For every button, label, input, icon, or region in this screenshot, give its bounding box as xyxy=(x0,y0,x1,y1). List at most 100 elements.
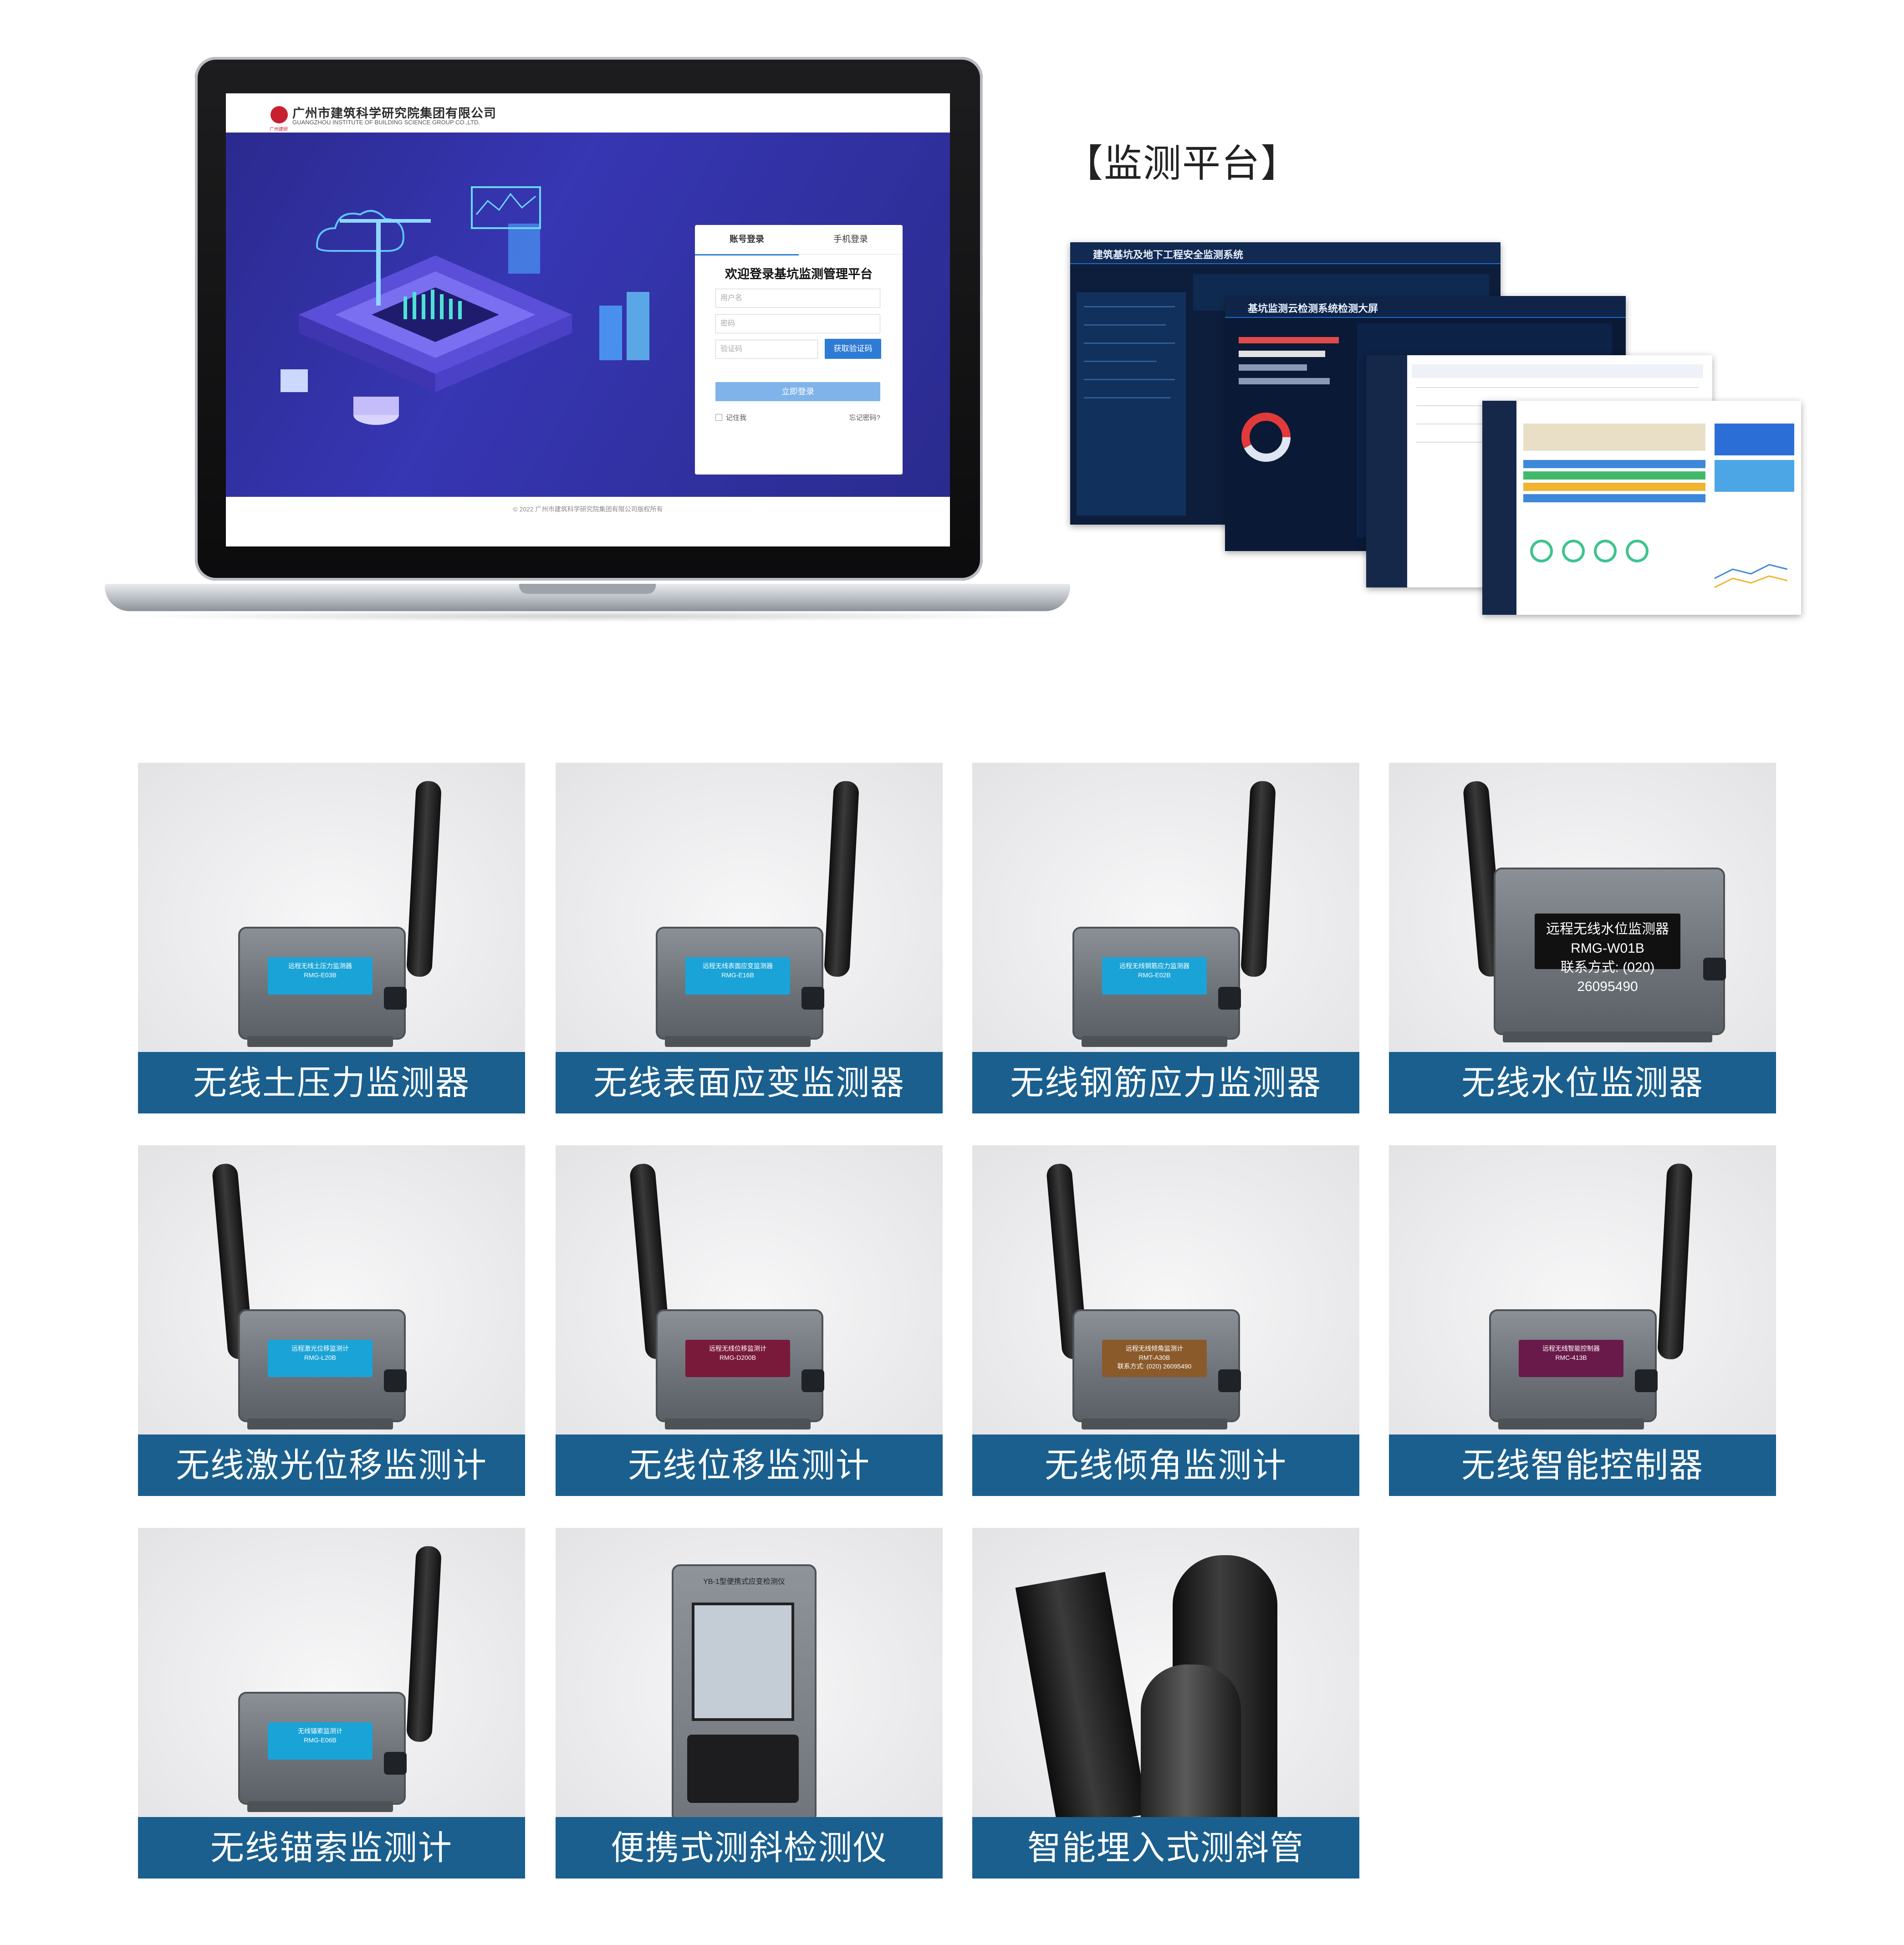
device-base xyxy=(1498,1419,1644,1429)
toolbar xyxy=(1412,364,1703,378)
connector-icon xyxy=(801,987,824,1010)
connector-icon xyxy=(384,987,407,1010)
laptop-shadow xyxy=(118,610,1057,622)
connector-icon xyxy=(1218,987,1241,1010)
product-name: 无线土压力监测器 xyxy=(138,1052,525,1113)
login-button[interactable]: 立即登录 xyxy=(715,382,880,401)
login-footer: © 2022 广州市建筑科学研究院集团有限公司版权所有 xyxy=(226,497,950,546)
isometric-illustration xyxy=(281,186,649,425)
sensor-probe-icon xyxy=(1141,1664,1241,1824)
username-input[interactable]: 用户名 xyxy=(715,289,880,308)
nameplate-model: RMG-D200B xyxy=(719,1353,756,1361)
product-name: 无线水位监测器 xyxy=(1389,1052,1776,1113)
nameplate-phone: 联系方式: (020) 26095490 xyxy=(1117,1363,1192,1370)
product-name: 无线钢筋应力监测器 xyxy=(972,1052,1359,1113)
panel-line xyxy=(1084,342,1175,344)
nameplate-model: RMC-413B xyxy=(1555,1353,1587,1361)
sidebar xyxy=(1482,401,1516,615)
connector-icon xyxy=(1635,1369,1658,1392)
remember-me-checkbox[interactable]: 记住我 xyxy=(715,413,746,422)
connector-icon xyxy=(801,1369,824,1392)
device-base xyxy=(247,1036,393,1047)
stat-card xyxy=(1715,460,1794,492)
product-name: 无线表面应变监测器 xyxy=(556,1052,943,1113)
get-captcha-button[interactable]: 获取验证码 xyxy=(825,339,881,359)
nameplate-title: 远程无线智能控制器 xyxy=(1542,1345,1600,1353)
antenna-icon xyxy=(1657,1163,1693,1360)
panel-line xyxy=(1084,397,1170,398)
tab-account-login[interactable]: 账号登录 xyxy=(695,225,799,255)
nameplate-model: RMG-W01B xyxy=(1571,940,1644,956)
panel-line xyxy=(1084,324,1166,326)
device-model-label: YB-1型便携式应变检测仪 xyxy=(703,1578,785,1586)
password-input[interactable]: 密码 xyxy=(715,314,880,333)
summary-card xyxy=(1523,424,1705,451)
captcha-input[interactable]: 验证码 xyxy=(715,340,818,359)
device-base xyxy=(1082,1419,1227,1429)
nameplate-model: RMT-A30B xyxy=(1138,1353,1170,1361)
tab-phone-login[interactable]: 手机登录 xyxy=(833,235,868,244)
nameplate-title: 远程无线钢筋应力监测器 xyxy=(1119,962,1189,970)
device-base xyxy=(247,1419,393,1429)
nameplate-model: RMG-L20B xyxy=(304,1353,336,1361)
panel-line xyxy=(1084,361,1157,362)
keypad xyxy=(687,1735,799,1803)
product-photo xyxy=(972,1528,1359,1830)
product-name: 无线位移监测计 xyxy=(556,1435,943,1496)
connector-icon xyxy=(1218,1369,1241,1392)
nameplate-title: 远程无线倾角监测计 xyxy=(1125,1345,1183,1353)
donut-chart xyxy=(1241,413,1291,462)
panel-line xyxy=(1084,306,1175,307)
forgot-password-link[interactable]: 忘记密码? xyxy=(849,414,880,422)
antenna-icon xyxy=(406,1545,442,1743)
line-chart-thumbnail xyxy=(1530,540,1788,588)
nameplate-model: RMG-E16B xyxy=(721,971,754,979)
dashboard-header: 建筑基坑及地下工程安全监测系统 xyxy=(1070,242,1501,264)
tube-icon xyxy=(1015,1572,1148,1830)
device-screen xyxy=(692,1603,794,1721)
dashboard-header: 基坑监测云检测系统检测大屏 xyxy=(1225,296,1626,318)
login-form: 账号登录 手机登录 欢迎登录基坑监测管理平台 用户名 密码 验证码 获取验证码 … xyxy=(695,225,903,475)
login-title: 欢迎登录基坑监测管理平台 xyxy=(725,267,873,281)
product-name: 无线倾角监测计 xyxy=(972,1435,1359,1496)
product-name: 无线智能控制器 xyxy=(1389,1435,1776,1496)
company-name: 广州市建筑科学研究院集团有限公司 xyxy=(292,107,496,120)
product-name: 便携式测斜检测仪 xyxy=(556,1817,943,1879)
nameplate-title: 远程无线表面应变监测器 xyxy=(702,962,773,970)
product-photo: YB-1型便携式应变检测仪 xyxy=(556,1528,943,1823)
nameplate-title: 远程无线土压力监测器 xyxy=(288,962,352,970)
antenna-icon xyxy=(406,780,442,978)
nameplate-title: 无线锚索监测计 xyxy=(297,1727,342,1735)
progress-bar xyxy=(1239,364,1307,371)
dashboard-title: 基坑监测云检测系统检测大屏 xyxy=(1248,303,1378,314)
bar-row xyxy=(1523,471,1705,480)
info-panel xyxy=(1077,292,1186,516)
bar-row xyxy=(1523,460,1705,468)
stat-card xyxy=(1715,424,1794,455)
login-hero: 账号登录 手机登录 欢迎登录基坑监测管理平台 用户名 密码 验证码 获取验证码 … xyxy=(226,133,950,497)
platform-title: 【监测平台】 xyxy=(1065,142,1300,185)
nameplate-title: 远程无线水位监测器 xyxy=(1546,921,1669,937)
laptop-notch xyxy=(519,584,656,594)
sidebar xyxy=(1366,355,1407,587)
device-base xyxy=(665,1036,811,1047)
laptop-screen: 广州市建筑科学研究院集团有限公司 GUANGZHOU INSTITUTE OF … xyxy=(226,93,950,546)
nameplate-model: RMG-E06B xyxy=(304,1736,337,1744)
device-base xyxy=(665,1419,811,1429)
